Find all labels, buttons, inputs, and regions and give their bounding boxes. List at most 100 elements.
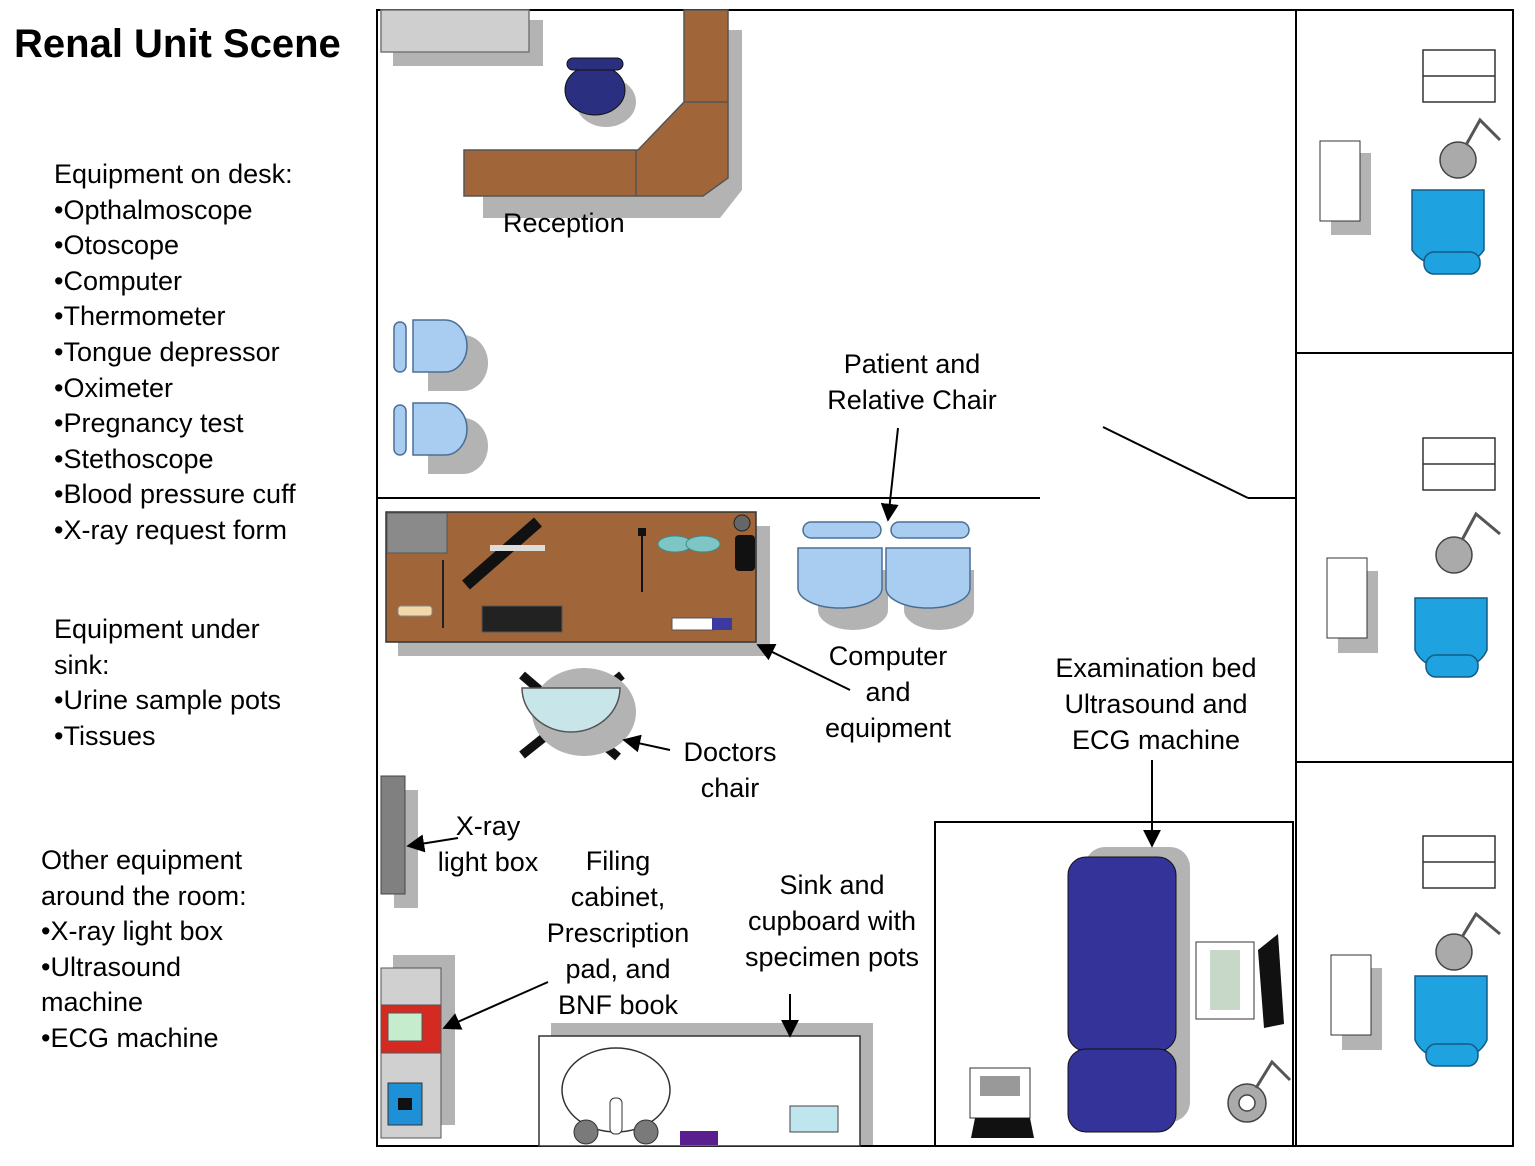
label-line: Computer <box>828 641 948 671</box>
bp-cuff <box>735 535 755 571</box>
keyboard <box>481 605 563 633</box>
exam-lamp-arm <box>1254 1059 1292 1089</box>
label-line: cupboard with <box>747 906 917 936</box>
bay-3 <box>1330 835 1501 1067</box>
sink-tap <box>609 1097 623 1135</box>
bay-1 <box>1319 49 1502 275</box>
bay-3-chair-foot <box>1425 1043 1479 1067</box>
sink-equipment-list: Equipment under sink: •Urine sample pots… <box>54 612 281 754</box>
exam-area-wall <box>934 821 1294 1147</box>
label-line: Prescription <box>546 918 690 948</box>
label-line: light box <box>437 847 539 877</box>
sink-pot-2 <box>633 1119 659 1145</box>
patient-chair-1-back <box>802 521 882 539</box>
desk-equipment-list: Equipment on desk: •Opthalmoscope •Otosc… <box>54 157 296 549</box>
label-line: X-ray <box>455 811 521 841</box>
waiting-chair-1-arm <box>393 321 407 373</box>
exam-bed-lower <box>1067 1048 1177 1133</box>
bay-1-panel <box>1319 140 1361 222</box>
list-item: •Ultrasound <box>41 951 182 982</box>
label-line: Patient and <box>843 349 981 379</box>
doctors-chair <box>519 668 636 761</box>
reception-chair <box>564 64 626 116</box>
waiting-chair-2-arm <box>393 404 407 456</box>
exam-lamp-inner <box>1238 1094 1256 1112</box>
label-line: Relative Chair <box>827 385 997 415</box>
reception-area <box>380 9 742 218</box>
sink-pot-1 <box>573 1119 599 1145</box>
ecg-base <box>971 1118 1034 1138</box>
label-line: equipment <box>824 713 952 743</box>
bay-2-lamp <box>1435 536 1473 574</box>
pregnancy-test-cap <box>712 618 732 630</box>
waiting-chair-1 <box>412 319 468 373</box>
reception-chair-back <box>566 57 624 71</box>
specimen-pots <box>789 1105 839 1133</box>
bay-1-chair-foot <box>1423 251 1481 275</box>
other-equipment-list: Other equipment around the room: •X-ray … <box>41 843 247 1057</box>
ecg-keys <box>980 1076 1020 1096</box>
label-line: Sink and <box>779 870 885 900</box>
list-item: •X-ray light box <box>41 916 224 947</box>
ultrasound-panel <box>1210 950 1240 1010</box>
bay-1-lamp-arm <box>1464 117 1502 146</box>
prescription-pad <box>387 1012 423 1042</box>
chair-seat <box>521 687 621 733</box>
sink-cupboard <box>538 1023 873 1147</box>
patient-chair-2-back <box>890 521 970 539</box>
computer-label: Computer and equipment <box>808 638 968 746</box>
label-line: BNF book <box>557 990 679 1020</box>
list-item: machine <box>41 987 144 1018</box>
label-line: ECG machine <box>1071 725 1241 755</box>
exam-bed-upper <box>1067 856 1177 1052</box>
list-item: •Otoscope <box>54 230 180 261</box>
stethoscope-2 <box>685 535 721 553</box>
bay-2-chair-foot <box>1425 654 1479 678</box>
list-item: •X-ray request form <box>54 514 288 545</box>
bay-3-panel <box>1330 954 1372 1036</box>
label-arrows <box>406 427 1161 1038</box>
arrow-computer <box>756 644 851 691</box>
page-title: Renal Unit Scene <box>14 22 341 66</box>
exam-bed-label: Examination bed Ultrasound and ECG machi… <box>1040 650 1272 758</box>
door-swing <box>1102 426 1249 499</box>
list-item: •Tongue depressor <box>54 336 280 367</box>
bay-3-lamp-arm <box>1460 911 1501 938</box>
list-item: •Tissues <box>54 720 156 751</box>
list-item: •Oximeter <box>54 372 173 403</box>
tissues <box>680 1131 718 1145</box>
list-item: •Opthalmoscope <box>54 194 253 225</box>
filing-cabinet <box>380 955 455 1139</box>
bay-1-lamp <box>1439 141 1477 179</box>
list-item: •Thermometer <box>54 301 226 332</box>
doctor-desk <box>385 511 770 656</box>
label-line: Ultrasound and <box>1064 689 1248 719</box>
waiting-chair-2 <box>412 402 468 456</box>
reception-desk <box>463 9 729 197</box>
sink-list-heading-1: Equipment under <box>54 614 260 644</box>
list-item: •Stethoscope <box>54 443 214 474</box>
list-item: •Computer <box>54 265 182 296</box>
label-line: pad, and <box>565 954 671 984</box>
desk-monitor <box>386 512 448 554</box>
arrow-xray <box>406 834 459 853</box>
label-line: Doctors <box>683 737 777 767</box>
label-line: cabinet, <box>570 882 666 912</box>
pregnancy-test <box>671 617 715 631</box>
sink-label: Sink and cupboard with specimen pots <box>733 867 931 975</box>
xray-box-label: X-ray light box <box>428 808 548 880</box>
xray-request-form <box>462 517 542 590</box>
waiting-chairs <box>393 319 488 474</box>
bay-2 <box>1326 437 1501 678</box>
ultrasound-monitor <box>1258 934 1284 1028</box>
list-item: •ECG machine <box>41 1022 219 1053</box>
arrow-doctors-chair <box>622 734 671 753</box>
other-list-heading-1: Other equipment <box>41 845 243 875</box>
walls <box>376 9 1514 1147</box>
arrow-patient-chair <box>880 427 899 522</box>
xray-light-box <box>380 775 418 908</box>
tongue-depressor <box>397 605 433 617</box>
other-list-heading-2: around the room: <box>41 880 247 911</box>
desk-list-heading: Equipment on desk: <box>54 159 293 189</box>
